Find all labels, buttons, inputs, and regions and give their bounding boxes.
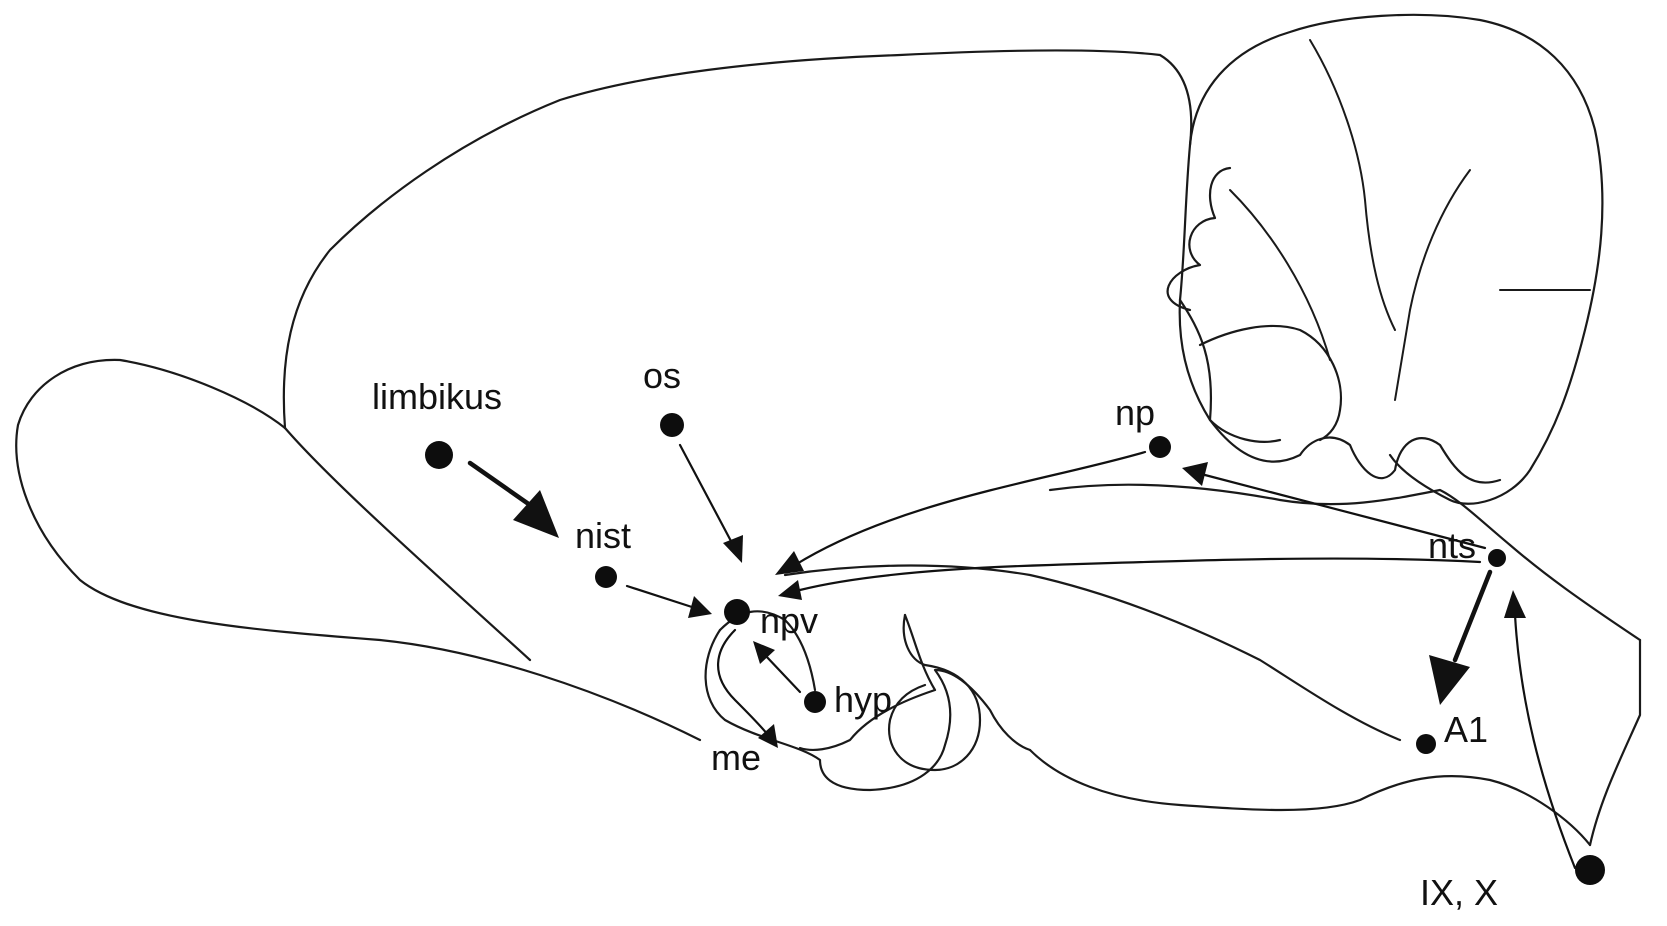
arrow-hyp-to-npv [765, 655, 800, 692]
nts-dot [1488, 549, 1506, 567]
arrow-ix-x-to-nts [1515, 615, 1575, 868]
brainstem-tail [1590, 640, 1640, 845]
nist-dot [595, 566, 617, 588]
arrow-nts-to-npv [800, 559, 1480, 590]
olfactory-bulb-inner-line [285, 428, 530, 660]
arrow-nist-to-npv-head [688, 596, 712, 618]
arrow-np-to-npv [795, 452, 1145, 565]
label-npv: npv [760, 603, 818, 639]
arrow-np-to-npv-head [775, 551, 804, 575]
label-ix-x: IX, X [1420, 875, 1498, 911]
label-os: os [643, 358, 681, 394]
label-nts: nts [1428, 528, 1476, 564]
arrow-nist-to-npv [627, 586, 695, 608]
np-dot [1149, 436, 1171, 458]
arrow-ix-x-to-nts-head [1504, 590, 1526, 618]
cerebellum-fold-1 [1310, 40, 1395, 330]
arrow-os-to-npv-head [723, 535, 743, 563]
arrow-nts-to-np-head [1182, 462, 1208, 486]
a1-dot [1416, 734, 1436, 754]
cerebellum-fold-3 [1230, 190, 1330, 360]
arrow-os-to-npv [680, 445, 732, 543]
limbikus-dot [425, 441, 453, 469]
label-nist: nist [575, 518, 631, 554]
arrow-nts-to-npv-head [778, 580, 802, 600]
cerebellum-outline [1190, 15, 1602, 504]
label-limbikus: limbikus [372, 379, 502, 415]
cerebellum-lower-lobes [1168, 168, 1500, 483]
ix-x-dot [1575, 855, 1605, 885]
hyp-dot [804, 691, 826, 713]
arrow-limbikus-to-nist [470, 463, 530, 505]
label-hyp: hyp [834, 682, 892, 718]
pituitary-outline [889, 615, 980, 770]
brainstem-lower-outline [1030, 750, 1590, 845]
arrow-nts-to-a1 [1455, 572, 1490, 660]
npv-dot [724, 599, 750, 625]
cerebellum-fold-2 [1395, 170, 1470, 400]
label-a1: A1 [1444, 712, 1488, 748]
os-dot [660, 413, 684, 437]
cerebellum-lobe-edge [1200, 326, 1341, 440]
label-me: me [711, 740, 761, 776]
arrow-nts-to-a1-head [1429, 655, 1470, 705]
label-np: np [1115, 395, 1155, 431]
